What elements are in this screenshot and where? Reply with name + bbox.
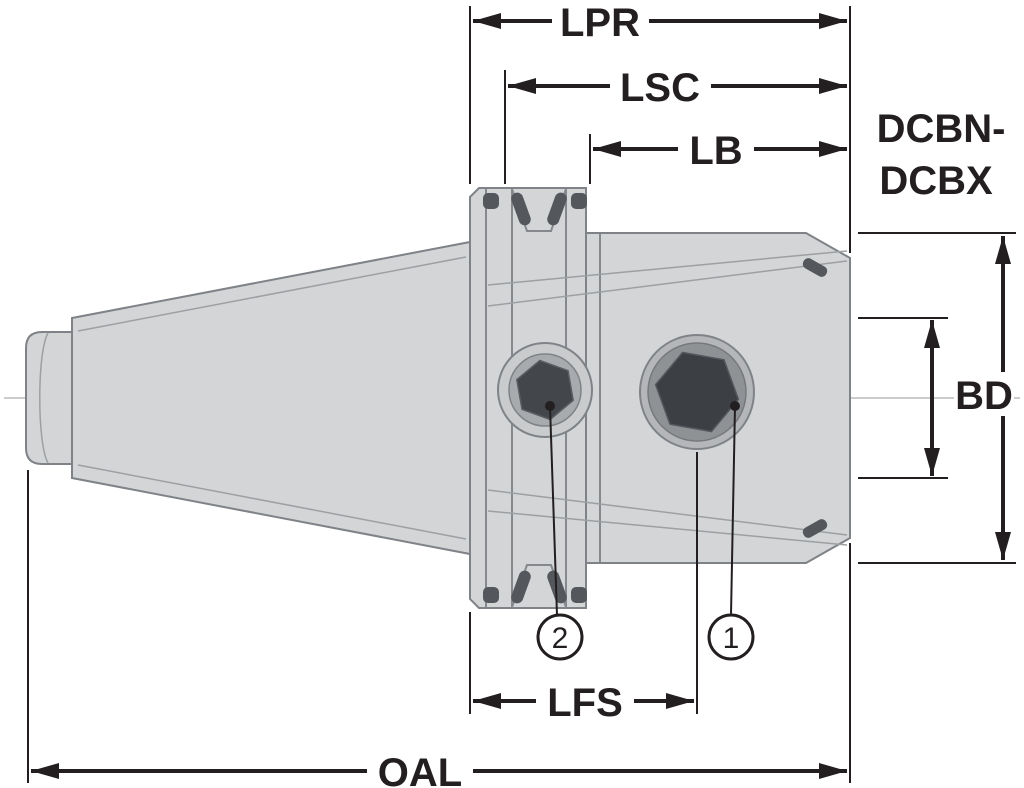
dimension-bd: BD [954,236,1014,560]
label-dcbn: DCBN- [877,107,1006,151]
label-oal: OAL [378,751,462,788]
set-screw-large [639,334,755,450]
callout-2-anchor-dot [545,401,555,411]
dark-corner-details [483,192,828,604]
hex-socket-large [654,351,740,433]
callout-1-number: 1 [723,622,740,655]
callout-2-circle [536,613,584,661]
chamfer-corner-detail [802,258,828,277]
extension-lines [27,6,1016,783]
taper-inner-line-bottom [77,464,467,540]
callout-1-anchor-dot [730,401,740,411]
label-dcbn-dcbx: DCBN- DCBX [877,107,1006,203]
label-lb: LB [689,129,742,173]
dimension-lfs: LFS [473,681,694,725]
label-lpr: LPR [560,1,640,45]
label-lfs: LFS [547,681,623,725]
groove-wall-detail [511,192,531,226]
flange-corner-detail [571,587,587,603]
callout-1: 1 [707,401,755,661]
nose [25,331,73,465]
label-bd: BD [955,374,1013,418]
internal-bore-lines [487,250,848,546]
chamfer-corner-detail [802,519,828,538]
callout-2: 2 [536,401,584,661]
groove-wall-detail [511,570,531,604]
dimension-oal: OAL [31,751,847,788]
callout-1-circle [707,613,755,661]
dimension-lsc: LSC [508,66,847,110]
taper-shank [71,240,471,556]
dimension-lpr: LPR [473,1,847,45]
nose-arc [39,332,49,464]
flange-corner-detail [571,193,587,209]
dimension-lb: LB [593,129,847,173]
tool-holder [25,187,851,609]
label-lsc: LSC [620,66,700,110]
label-dcbx: DCBX [879,159,993,203]
flange-corner-detail [483,587,499,603]
flange-corner-detail [483,193,499,209]
groove-wall-detail [547,192,567,226]
set-screw-small [497,342,593,438]
callout-2-number: 2 [552,622,569,655]
taper-inner-line-top [77,256,467,332]
